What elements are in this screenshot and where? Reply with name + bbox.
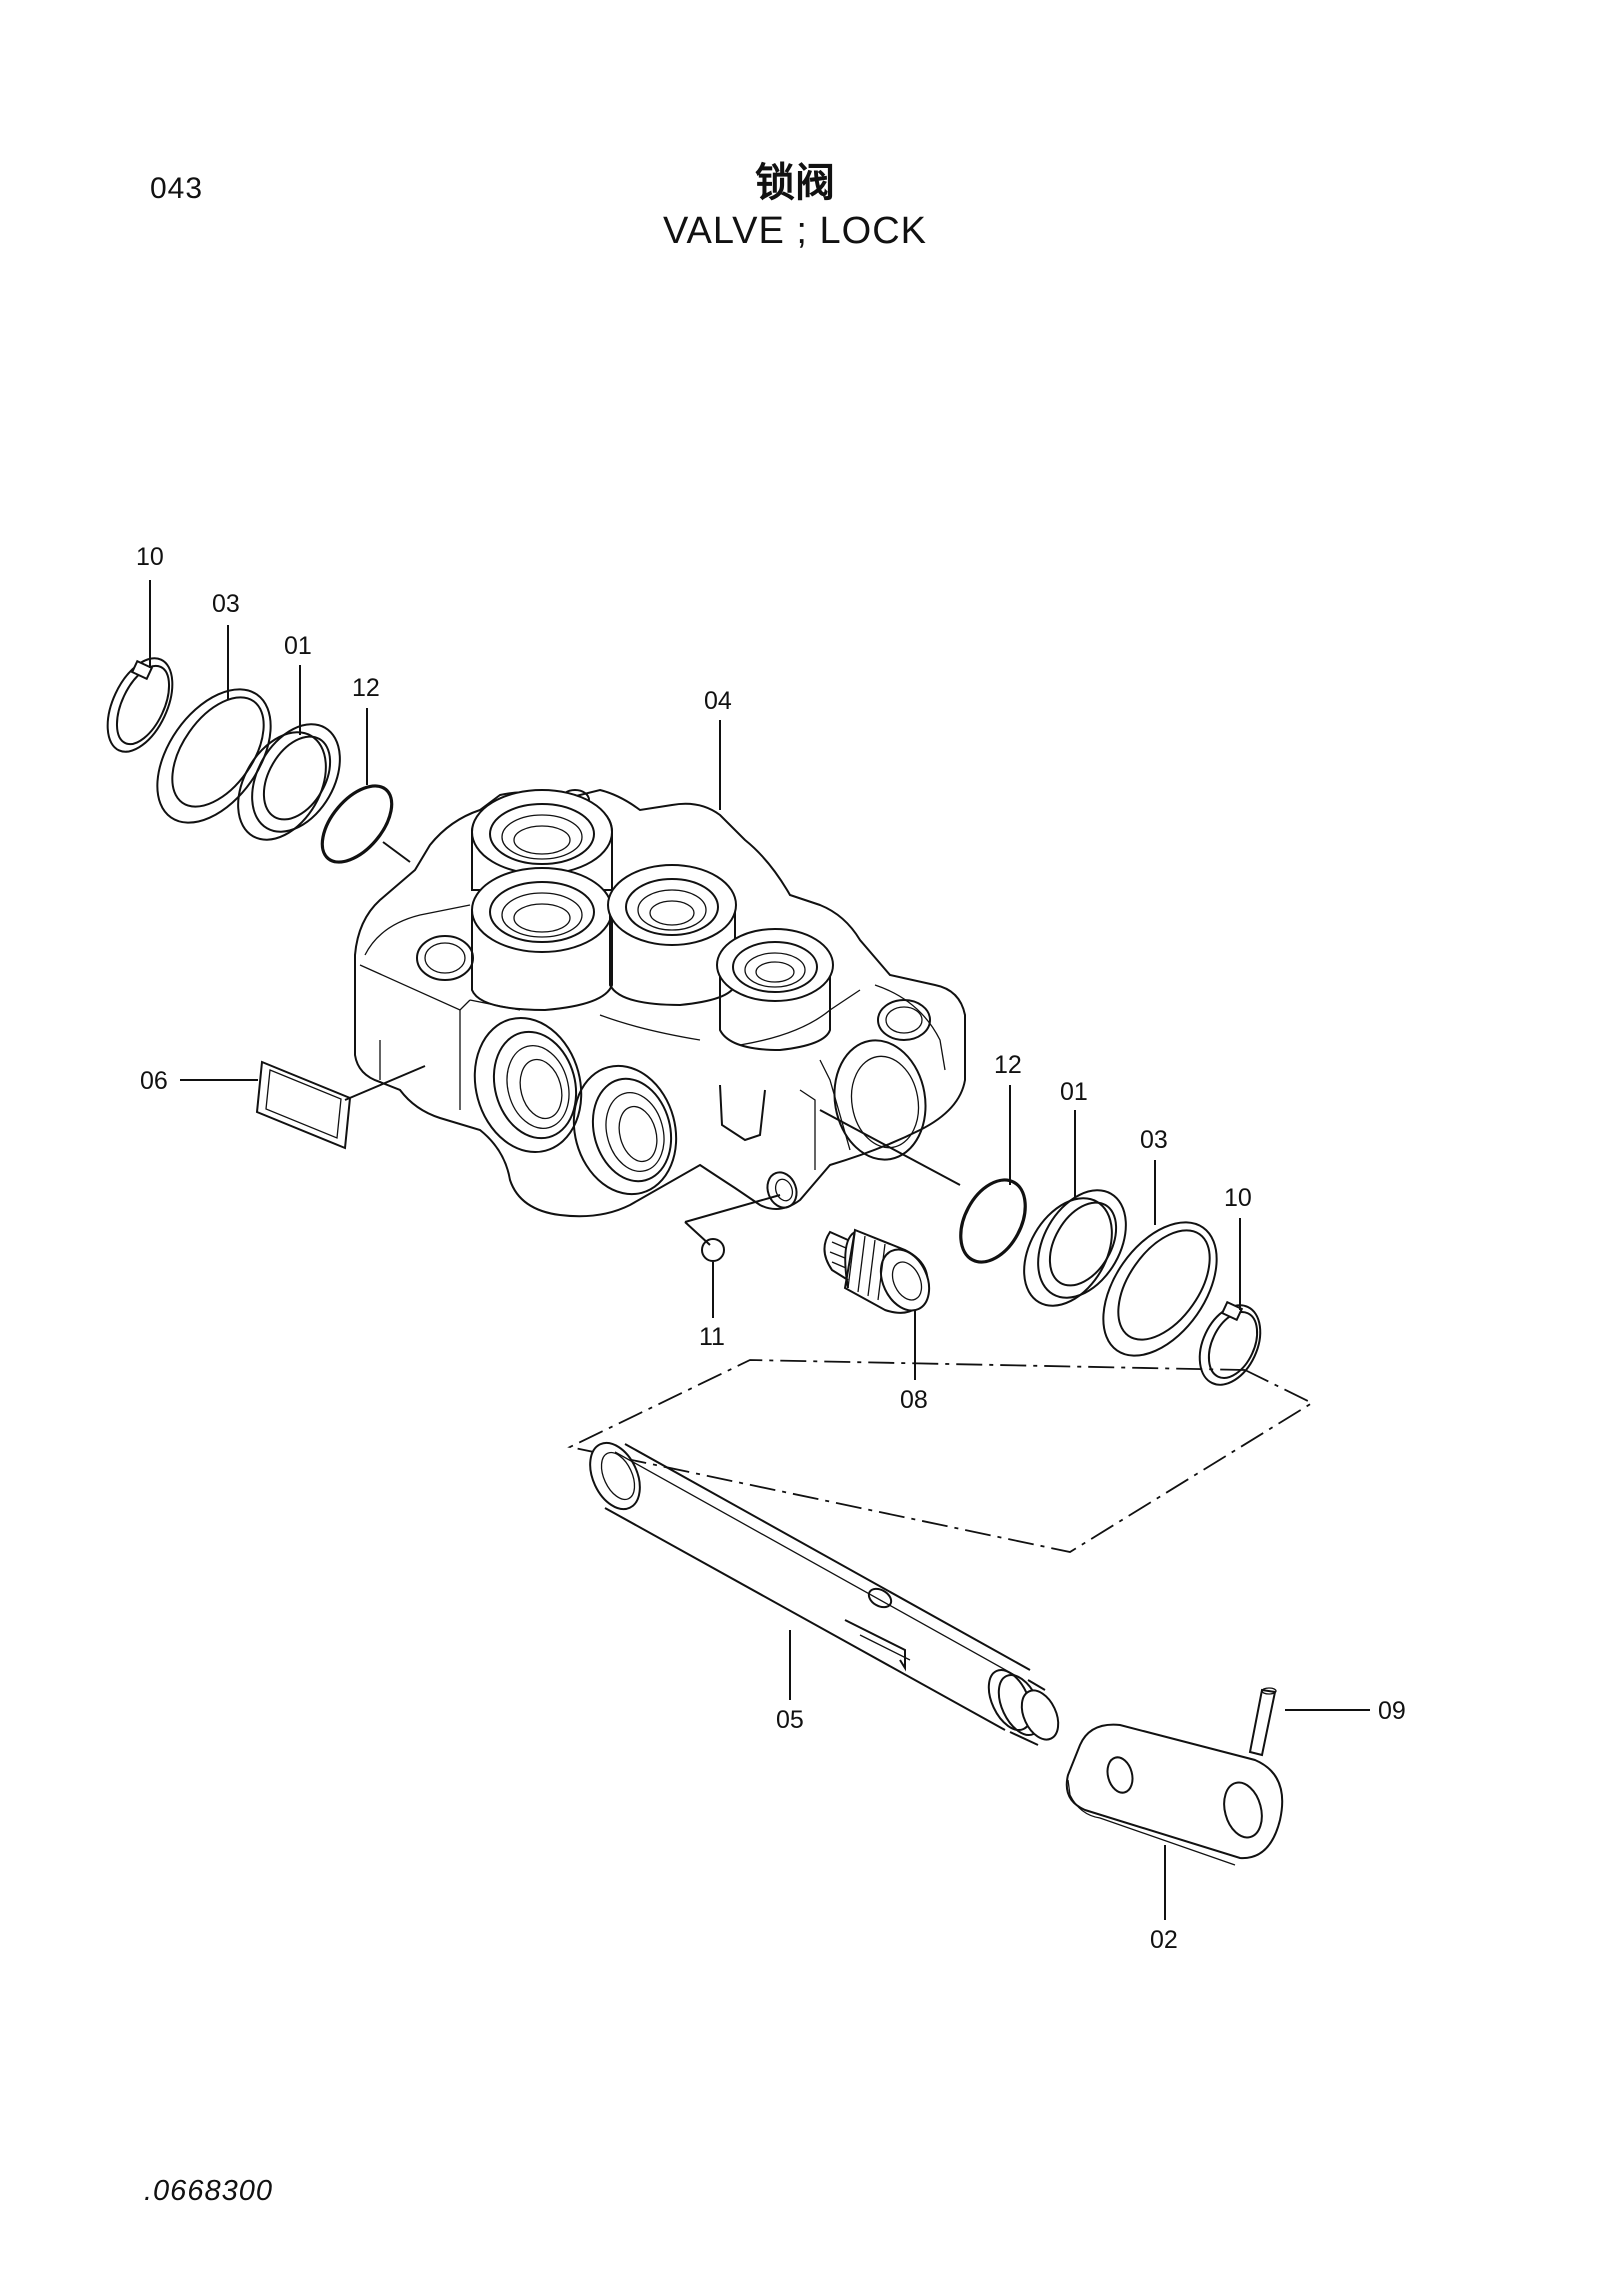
- washer-left: [156, 688, 272, 824]
- o-ring-right: [959, 1178, 1027, 1264]
- bushing-right: [1023, 1189, 1127, 1307]
- callout-lever: 02: [1150, 1926, 1178, 1954]
- spool: [589, 1441, 1060, 1746]
- callout-oring-left: 12: [352, 674, 380, 702]
- plug: [823, 1228, 931, 1380]
- port-boss-top-4: [716, 928, 834, 1052]
- callout-body: 04: [704, 687, 732, 715]
- valve-body: [354, 788, 966, 1218]
- callout-bushing-left: 01: [284, 632, 312, 660]
- port-front-1: [473, 1016, 583, 1154]
- callout-oring-right: 12: [994, 1051, 1022, 1079]
- snap-ring-right: [1198, 1300, 1262, 1386]
- leader-body-to-oring-right: [819, 1109, 961, 1186]
- port-boss-top-3: [607, 864, 737, 1007]
- port-boss-top-2: [471, 867, 613, 1012]
- callout-ball: 11: [699, 1323, 725, 1351]
- callout-washer-right: 03: [1140, 1126, 1168, 1154]
- name-plate: [255, 1060, 426, 1150]
- spool-bore-right: [819, 1039, 927, 1161]
- port-boss-top-1: [471, 789, 613, 891]
- callout-ring-left: 10: [136, 543, 164, 571]
- callout-plate: 06: [140, 1067, 168, 1095]
- bushing-left: [237, 723, 341, 841]
- page-title-english: VALVE ; LOCK: [662, 210, 928, 252]
- page-number: 043: [150, 172, 204, 205]
- o-ring-left: [320, 784, 411, 864]
- port-front-2: [572, 1064, 678, 1196]
- snap-ring-left: [106, 657, 174, 753]
- callout-spool: 05: [776, 1706, 804, 1734]
- callout-washer-left: 03: [212, 590, 240, 618]
- leader-body-to-ball: [684, 1194, 781, 1223]
- assembly-centerline: [567, 1359, 1314, 1553]
- washer-right: [1102, 1221, 1218, 1357]
- callout-ring-right: 10: [1224, 1184, 1252, 1212]
- page-title-chinese: 锁阀: [755, 160, 835, 206]
- callout-bushing-right: 01: [1060, 1078, 1088, 1106]
- lever: [1065, 1723, 1284, 1920]
- ball: [701, 1238, 725, 1318]
- callout-plug: 08: [900, 1386, 928, 1414]
- drawing-number: .0668300: [144, 2175, 273, 2207]
- callout-pin: 09: [1378, 1697, 1406, 1725]
